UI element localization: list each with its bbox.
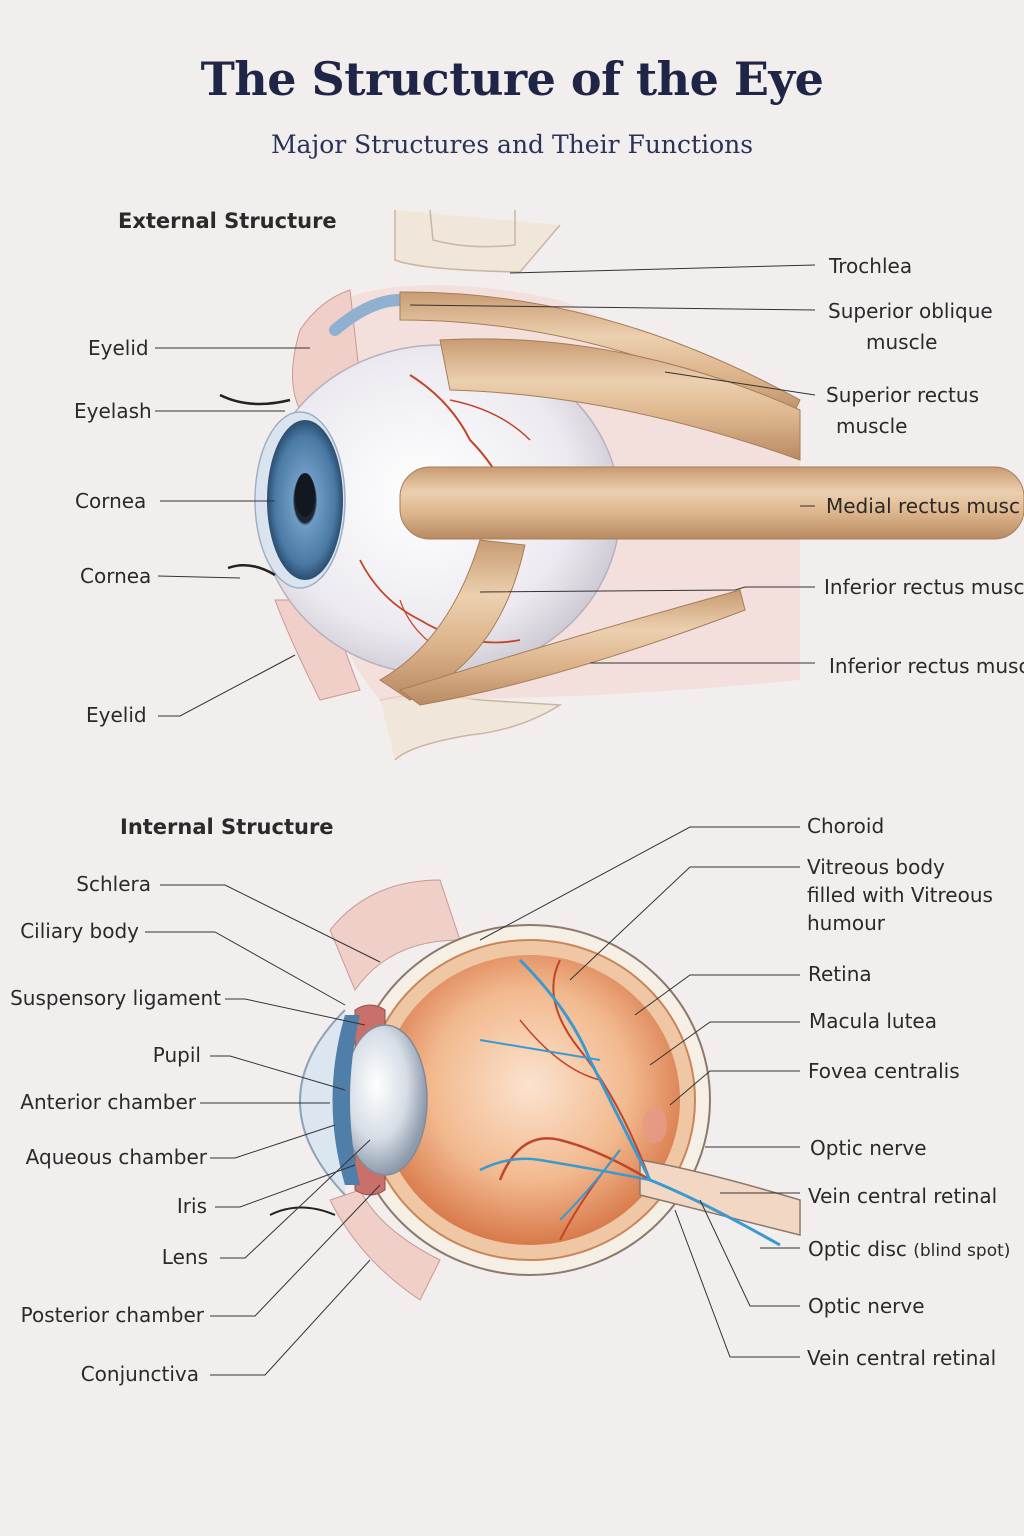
external-heading: External Structure — [118, 209, 337, 233]
label-medial-rectus: Medial rectus musc — [826, 494, 1020, 518]
label-suspensory-ligament: Suspensory ligament — [10, 986, 221, 1010]
optic-disc-text: Optic disc — [808, 1237, 907, 1261]
label-macula-lutea: Macula lutea — [809, 1009, 937, 1033]
label-anterior-chamber: Anterior chamber — [20, 1090, 196, 1114]
label-cornea-2: Cornea — [80, 564, 152, 588]
label-superior-rectus-1: Superior rectus — [826, 383, 979, 407]
label-eyelid-upper: Eyelid — [88, 336, 149, 360]
label-optic-nerve-a: Optic nerve — [810, 1136, 927, 1160]
label-pupil: Pupil — [152, 1043, 201, 1067]
page-title: The Structure of the Eye — [200, 52, 824, 106]
label-iris: Iris — [176, 1194, 207, 1218]
label-vitreous-3: humour — [807, 911, 885, 935]
label-superior-rectus-2: muscle — [836, 414, 908, 438]
label-retina: Retina — [808, 962, 872, 986]
label-fovea-centralis: Fovea centralis — [808, 1059, 960, 1083]
label-superior-oblique-1: Superior oblique — [828, 299, 993, 323]
label-choroid: Choroid — [807, 814, 885, 838]
label-trochlea: Trochlea — [829, 254, 913, 278]
label-eyelash: Eyelash — [74, 399, 152, 423]
label-aqueous-chamber: Aqueous chamber — [25, 1145, 207, 1169]
label-vitreous-2: filled with Vitreous — [807, 883, 993, 907]
external-eye-illustration — [219, 209, 1024, 761]
label-posterior-chamber: Posterior chamber — [20, 1303, 204, 1327]
label-inferior-rectus-a: Inferior rectus muscle — [824, 575, 1024, 599]
label-vitreous-1: Vitreous body — [807, 855, 945, 879]
internal-eye-illustration — [269, 879, 801, 1301]
external-leader-lines — [155, 264, 816, 717]
internal-leader-lines — [145, 826, 800, 1376]
label-conjunctiva: Conjunctiva — [80, 1362, 199, 1386]
label-vein-central-retinal-a: Vein central retinal — [808, 1184, 998, 1208]
label-optic-nerve-b: Optic nerve — [808, 1294, 925, 1318]
label-cornea-1: Cornea — [75, 489, 147, 513]
label-superior-oblique-2: muscle — [866, 330, 938, 354]
optic-disc-note: (blind spot) — [913, 1241, 1011, 1261]
internal-heading: Internal Structure — [120, 815, 334, 839]
label-optic-disc: Optic disc (blind spot) — [808, 1235, 1010, 1265]
label-lens: Lens — [161, 1245, 208, 1269]
label-eyelid-lower: Eyelid — [86, 703, 147, 727]
page-subtitle: Major Structures and Their Functions — [270, 130, 754, 159]
label-schlera: Schlera — [76, 872, 151, 896]
label-vein-central-retinal-b: Vein central retinal — [807, 1346, 997, 1370]
label-ciliary-body: Ciliary body — [20, 919, 139, 943]
label-inferior-rectus-b: Inferior rectus musc — [829, 654, 1024, 678]
